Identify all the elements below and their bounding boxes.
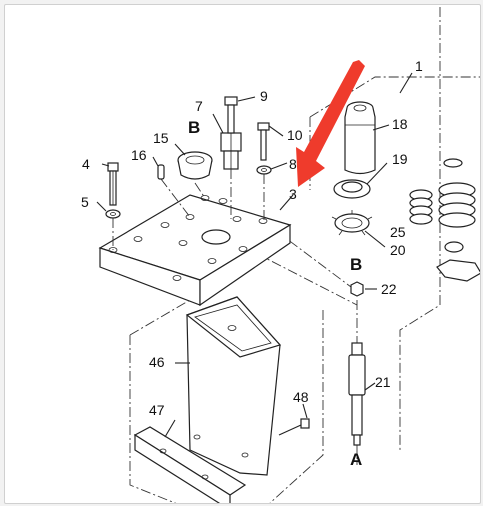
part-label-1: 1 (415, 58, 423, 74)
bushing-15 (177, 151, 213, 180)
part-label-19: 19 (392, 151, 408, 167)
bar-47 (133, 426, 247, 503)
leader-lines (96, 72, 413, 438)
sleeve-18 (344, 101, 376, 175)
part-label-46: 46 (149, 354, 165, 370)
part-label-4: 4 (82, 156, 90, 172)
part-label-5: 5 (81, 194, 89, 210)
part-label-47: 47 (149, 402, 165, 418)
nut-22 (350, 281, 364, 297)
pin16-guide (160, 178, 191, 218)
part-label-7: 7 (195, 98, 203, 114)
part-label-18: 18 (392, 116, 408, 132)
part-label-25: 25 (390, 224, 406, 240)
part-label-16: 16 (131, 147, 147, 163)
assembly-46-boundary-right (269, 310, 324, 503)
part-label-8: 8 (289, 156, 297, 172)
reference-label-a-bottom: A (350, 450, 362, 469)
part-label-10: 10 (287, 127, 303, 143)
cover-46 (185, 296, 282, 476)
mount-link-line-2 (274, 229, 356, 291)
shaft-21 (348, 342, 366, 446)
part-label-3: 3 (289, 186, 297, 202)
part-label-20: 20 (390, 242, 406, 258)
bolt-10 (257, 122, 270, 161)
part-label-22: 22 (381, 281, 397, 297)
annotation-arrow-shape (296, 60, 365, 187)
ring-19 (333, 179, 371, 199)
post-7 (220, 132, 242, 170)
part-label-21: 21 (375, 374, 391, 390)
parts-diagram-sheet: 1 3 4 5 7 8 9 10 15 16 18 19 20 21 22 25… (4, 4, 481, 504)
washer-8 (256, 165, 272, 175)
lock-washer-20 (331, 210, 373, 236)
part-label-9: 9 (260, 88, 268, 104)
exploded-parts-diagram: 1 3 4 5 7 8 9 10 15 16 18 19 20 21 22 25… (81, 7, 480, 503)
washer-5 (105, 209, 121, 219)
assembly-46-boundary-left (129, 335, 177, 503)
annotation-arrow (296, 60, 365, 187)
base-plate (98, 194, 292, 307)
screw-48 (278, 418, 310, 436)
reference-label-b-top: B (188, 118, 200, 137)
bolt-4 (107, 162, 119, 206)
bushing15-guide (194, 182, 206, 199)
spring-25 (409, 189, 433, 225)
assembly-1-boundary-right (399, 7, 441, 450)
pin-16 (157, 164, 165, 180)
spring-stack-right (436, 158, 480, 282)
part-label-15: 15 (153, 130, 169, 146)
bolt-9 (224, 96, 238, 134)
reference-label-b-mid: B (350, 255, 362, 274)
assembly-46-boundary (129, 299, 195, 336)
part-label-48: 48 (293, 389, 309, 405)
